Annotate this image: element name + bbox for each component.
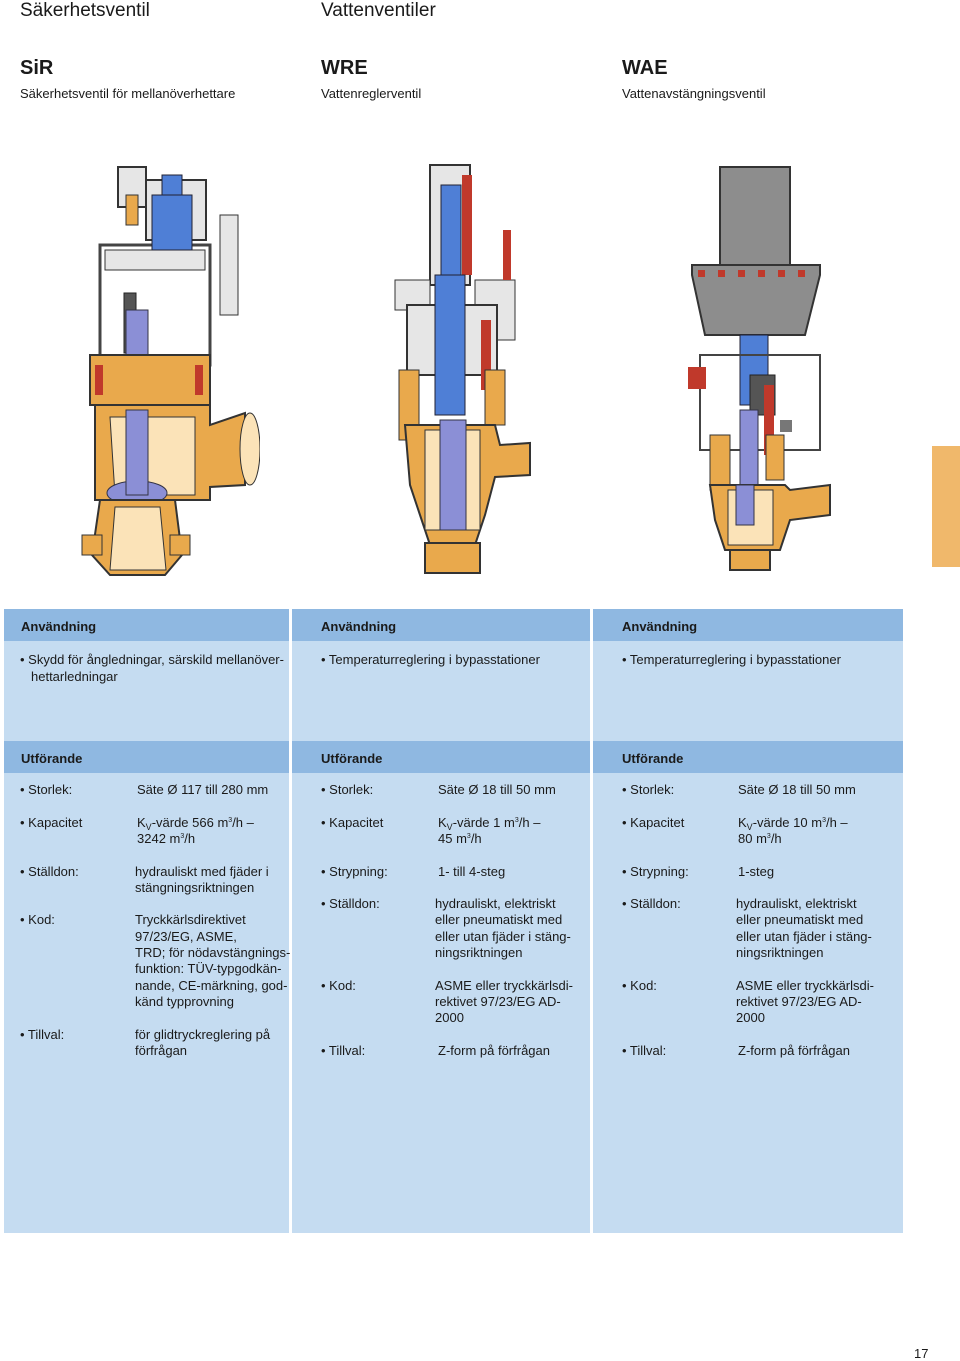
- code-line: 97/23/EG, ASME,: [135, 929, 237, 944]
- actuator-line: eller pneumatiskt med: [435, 912, 563, 927]
- column-wre: [292, 609, 590, 1233]
- code-line: rektivet 97/23/EG AD-: [736, 994, 862, 1009]
- throttle-value: 1-steg: [738, 864, 775, 879]
- code-line: rektivet 97/23/EG AD-: [435, 994, 561, 1009]
- product-subtitle-wae: Vattenavstängningsventil: [622, 86, 766, 101]
- size-label: • Storlek:: [321, 782, 374, 797]
- size-value: Säte Ø 117 till 280 mm: [137, 782, 269, 797]
- throttle-label: • Strypning:: [321, 864, 388, 879]
- product-name-sir: SiR: [20, 57, 54, 79]
- section-tab: [932, 446, 960, 567]
- actuator-line: eller pneumatiskt med: [736, 912, 864, 927]
- capacity-value-2: 80 m3/h: [738, 831, 782, 846]
- product-name-wae: WAE: [622, 57, 668, 79]
- usage-line: hettarledningar: [31, 669, 118, 684]
- actuator-label: • Ställdon:: [622, 896, 681, 911]
- actuator-label: • Ställdon:: [321, 896, 380, 911]
- code-label: • Kod:: [20, 912, 55, 927]
- actuator-line: hydrauliskt, elektriskt: [435, 896, 556, 911]
- sir-valve-illustration: [81, 166, 260, 576]
- usage-header-sir: Användning: [4, 609, 289, 641]
- actuator-line: ningsriktningen: [736, 945, 824, 960]
- actuator-line: stängningsriktningen: [135, 880, 255, 895]
- design-header-sir: Utförande: [4, 741, 289, 773]
- capacity-label: • Kapacitet: [321, 815, 384, 830]
- throttle-value: 1- till 4-steg: [438, 864, 506, 879]
- section-title-water: Vattenventiler: [321, 0, 436, 21]
- capacity-value: KV-värde 1 m3/h –: [438, 815, 541, 832]
- code-label: • Kod:: [622, 978, 657, 993]
- option-line: för glidtryckreglering på: [135, 1027, 271, 1042]
- design-header-wre: Utförande: [292, 741, 590, 773]
- usage-line: • Temperaturreglering i bypasstationer: [321, 652, 540, 667]
- wre-valve-illustration: [394, 164, 531, 574]
- actuator-label: • Ställdon:: [20, 864, 79, 879]
- option-label: • Tillval:: [321, 1043, 366, 1058]
- code-label: • Kod:: [321, 978, 356, 993]
- capacity-value-2: 45 m3/h: [438, 831, 482, 846]
- code-line: ASME eller tryckkärlsdi-: [435, 978, 573, 993]
- page-number: 17: [914, 1346, 929, 1361]
- usage-header-wre: Användning: [292, 609, 590, 641]
- code-line: ASME eller tryckkärlsdi-: [736, 978, 874, 993]
- option-label: • Tillval:: [20, 1027, 65, 1042]
- size-value: Säte Ø 18 till 50 mm: [438, 782, 556, 797]
- capacity-value: KV-värde 10 m3/h –: [738, 815, 848, 832]
- product-name-wre: WRE: [321, 57, 368, 79]
- size-label: • Storlek:: [622, 782, 675, 797]
- option-line: förfrågan: [135, 1043, 188, 1058]
- size-value: Säte Ø 18 till 50 mm: [738, 782, 856, 797]
- option-label: • Tillval:: [622, 1043, 667, 1058]
- actuator-line: eller utan fjäder i stäng-: [736, 929, 872, 944]
- option-value: Z-form på förfrågan: [738, 1043, 850, 1058]
- actuator-line: hydrauliskt, elektriskt: [736, 896, 857, 911]
- code-line: funktion: TÜV-typgodkän-: [135, 961, 282, 976]
- capacity-value-2: 3242 m3/h: [137, 831, 196, 846]
- code-line: nande, CE-märkning, god-: [135, 978, 288, 993]
- product-subtitle-sir: Säkerhetsventil för mellanöverhettare: [20, 86, 236, 101]
- size-label: • Storlek:: [20, 782, 73, 797]
- option-value: Z-form på förfrågan: [438, 1043, 550, 1058]
- capacity-value: KV-värde 566 m3/h –: [137, 815, 254, 832]
- column-sir: [4, 609, 289, 1233]
- design-header-wae: Utförande: [593, 741, 903, 773]
- actuator-line: ningsriktningen: [435, 945, 523, 960]
- code-line: Tryckkärlsdirektivet: [135, 912, 246, 927]
- capacity-label: • Kapacitet: [20, 815, 83, 830]
- code-line: 2000: [736, 1010, 765, 1025]
- actuator-line: hydrauliskt med fjäder i: [135, 864, 269, 879]
- code-line: känd typprovning: [135, 994, 235, 1009]
- column-wae: [593, 609, 903, 1233]
- code-line: TRD; för nödavstängnings-: [135, 945, 291, 960]
- wae-valve-illustration: [688, 166, 831, 571]
- actuator-line: eller utan fjäder i stäng-: [435, 929, 571, 944]
- capacity-label: • Kapacitet: [622, 815, 685, 830]
- usage-line: • Temperaturreglering i bypasstationer: [622, 652, 841, 667]
- section-title-safety: Säkerhetsventil: [20, 0, 150, 21]
- throttle-label: • Strypning:: [622, 864, 689, 879]
- usage-line: • Skydd för ångledningar, särskild mella…: [20, 652, 284, 667]
- code-line: 2000: [435, 1010, 464, 1025]
- usage-header-wae: Användning: [593, 609, 903, 641]
- product-subtitle-wre: Vattenreglerventil: [321, 86, 422, 101]
